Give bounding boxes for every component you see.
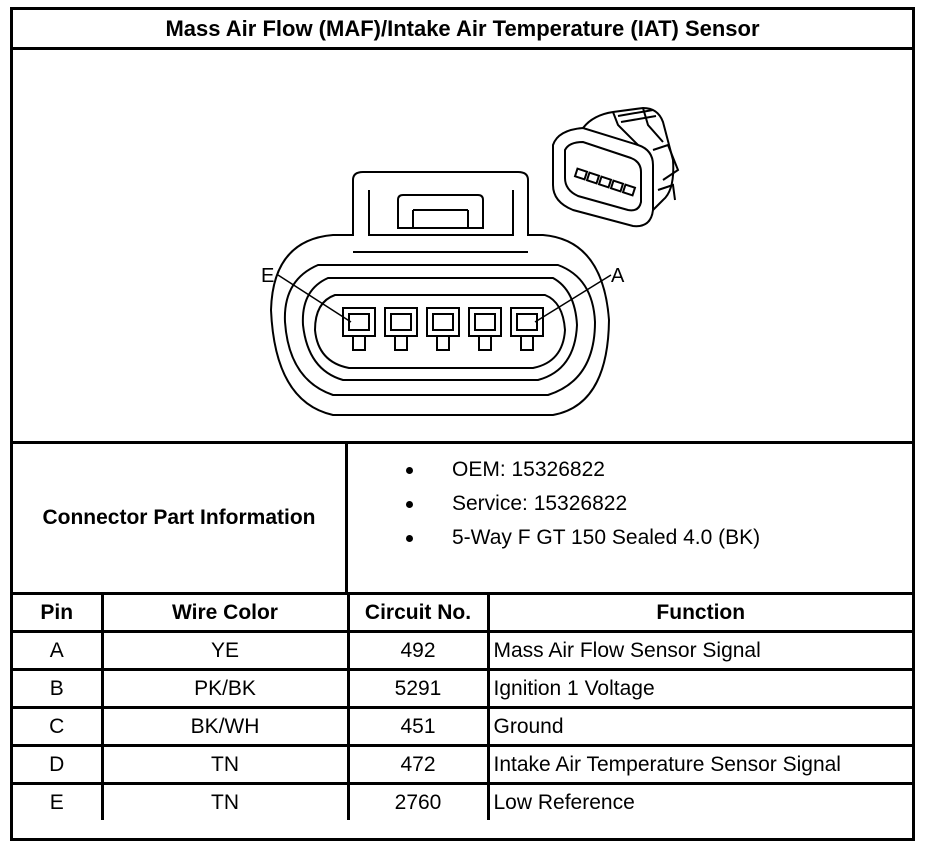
wire-color-cell: YE xyxy=(100,630,350,671)
table-header-row: Pin Wire Color Circuit No. Function xyxy=(13,595,912,633)
pin-cell: E xyxy=(13,782,104,820)
pin-label-e: E xyxy=(261,265,274,287)
terminal-cavities xyxy=(342,307,544,351)
wire-color-cell: BK/WH xyxy=(100,706,350,747)
circuit-cell: 5291 xyxy=(346,668,490,709)
circuit-cell: 451 xyxy=(346,706,490,747)
function-cell: Low Reference xyxy=(486,782,912,820)
pin-cell: A xyxy=(13,630,104,671)
connector-diagram: E A xyxy=(13,50,912,444)
connector-part-info-label: Connector Part Information xyxy=(13,444,348,592)
pinout-table: Pin Wire Color Circuit No. Function A YE… xyxy=(13,595,912,820)
terminal-d xyxy=(384,307,418,351)
circuit-cell: 492 xyxy=(346,630,490,671)
bullet-icon xyxy=(406,501,413,508)
pin-label-a: A xyxy=(611,265,625,287)
connector-part-info-list: OEM: 15326822 Service: 15326822 5-Way F … xyxy=(348,444,915,592)
wire-color-cell: TN xyxy=(100,782,350,820)
terminal-b xyxy=(468,307,502,351)
table-row: A YE 492 Mass Air Flow Sensor Signal xyxy=(13,630,912,671)
terminal-a xyxy=(510,307,544,351)
terminal-c xyxy=(426,307,460,351)
table-row: C BK/WH 451 Ground xyxy=(13,706,912,747)
terminal-e xyxy=(342,307,376,351)
header-function: Function xyxy=(486,595,912,633)
connector-face-drawing: E A xyxy=(261,106,680,416)
circuit-cell: 2760 xyxy=(346,782,490,820)
leader-line-e xyxy=(277,274,352,323)
function-cell: Mass Air Flow Sensor Signal xyxy=(486,630,912,671)
header-pin: Pin xyxy=(13,595,104,633)
circuit-cell: 472 xyxy=(346,744,490,785)
connector-perspective-view xyxy=(552,106,680,228)
wire-color-cell: PK/BK xyxy=(100,668,350,709)
leader-line-a xyxy=(534,274,612,323)
connector-part-info: Connector Part Information OEM: 15326822… xyxy=(13,444,912,595)
table-row: D TN 472 Intake Air Temperature Sensor S… xyxy=(13,744,912,785)
function-cell: Intake Air Temperature Sensor Signal xyxy=(486,744,912,785)
header-circuit-no: Circuit No. xyxy=(346,595,490,633)
page-title: Mass Air Flow (MAF)/Intake Air Temperatu… xyxy=(13,10,912,50)
pin-cell: B xyxy=(13,668,104,709)
connector-outline xyxy=(269,171,611,416)
table-row: E TN 2760 Low Reference xyxy=(13,782,912,820)
wire-color-cell: TN xyxy=(100,744,350,785)
pin-cell: C xyxy=(13,706,104,747)
table-row: B PK/BK 5291 Ignition 1 Voltage xyxy=(13,668,912,709)
function-cell: Ignition 1 Voltage xyxy=(486,668,912,709)
header-wire-color: Wire Color xyxy=(100,595,350,633)
connector-sheet: Mass Air Flow (MAF)/Intake Air Temperatu… xyxy=(10,7,915,841)
bullet-icon xyxy=(406,535,413,542)
pin-cell: D xyxy=(13,744,104,785)
function-cell: Ground xyxy=(486,706,912,747)
bullet-icon xyxy=(406,467,413,474)
